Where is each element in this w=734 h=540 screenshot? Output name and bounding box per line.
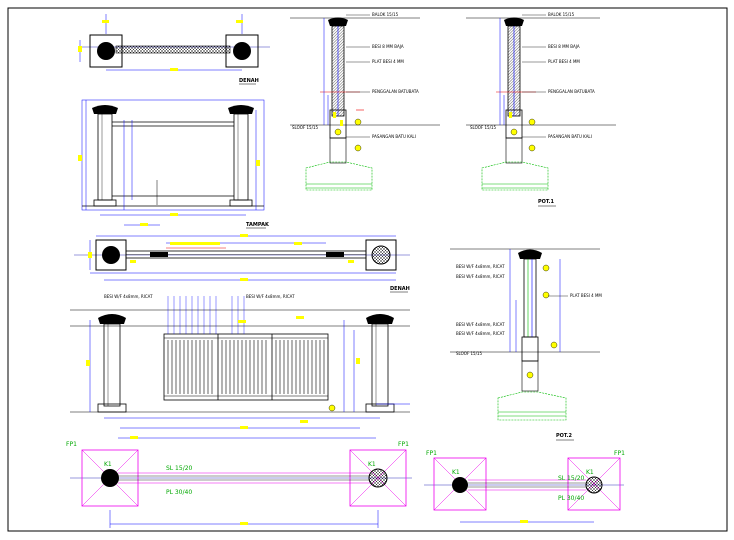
pot2-note-5: BESI W/F 4x8mm, RICAT (456, 331, 505, 336)
pl-label: PL 30/40 (166, 489, 192, 496)
pot2-note-2: BESI W/F 4x8mm, RICAT (456, 274, 505, 279)
pot2-note-1: BESI W/F 4x8mm, RICAT (456, 264, 505, 269)
pot2-note-6: SLOOF 15/15 (456, 351, 482, 356)
sheet-border (7, 7, 728, 532)
pot2-note-3: PLAT BESI 4 MM (570, 293, 602, 298)
pot1-title: POT.1 (538, 199, 554, 205)
fp1-label-right-2: FP1 (614, 450, 625, 457)
k1-label-right: K1 (368, 461, 376, 468)
foundation-plan-right: FP1 FP1 K1 K1 SL 15/20 PL 30/40 (424, 450, 625, 523)
s1-note-4: PENGGALAN BATUBATA (372, 89, 419, 94)
s1-note-2: BESI 8 MM BAJA (372, 44, 404, 49)
fp1-label-left-2: FP1 (426, 450, 437, 457)
sl-label-2: SL 15/20 (558, 475, 585, 482)
foundation-plan-left: FP1 FP1 K1 K1 SL 15/20 PL 30/40 (66, 441, 412, 528)
s1-note-3: PLAT BESI 4 MM (372, 59, 404, 64)
pot2-note-4: BESI W/F 4x8mm, RICAT (456, 322, 505, 327)
s2-note-6: PASANGAN BATU KALI (548, 134, 592, 139)
gate-elevation: BESI W/F 4x8mm, RICAT BESI W/F 4x8mm, RI… (70, 294, 410, 439)
denah-mid-plan: DENAH (74, 234, 410, 293)
s2-note-2: BESI 8 MM BAJA (548, 44, 580, 49)
elev-note-1: BESI W/F 4x8mm, RICAT (104, 294, 153, 299)
k1-label-left: K1 (104, 461, 112, 468)
k1-label-right-2: K1 (586, 469, 594, 476)
fp1-label-right: FP1 (398, 441, 409, 448)
denah-mid-title: DENAH (390, 286, 410, 292)
s1-note-5: SLOOF 15/15 (292, 125, 318, 130)
tampak-top-title: TAMPAK (246, 222, 270, 228)
s2-note-3: PLAT BESI 4 MM (548, 59, 580, 64)
denah-top-title: DENAH (239, 78, 259, 84)
gate-bars (167, 340, 325, 394)
s1-note-1: BALOK 15/15 (372, 12, 399, 17)
s1-note-6: PASANGAN BATU KALI (372, 134, 416, 139)
section-detail-2: BALOK 15/15 BESI 8 MM BAJA PLAT BESI 4 M… (466, 12, 616, 207)
k1-label-left-2: K1 (452, 469, 460, 476)
denah-top-plan: DENAH (78, 14, 270, 85)
sl-label: SL 15/20 (166, 465, 193, 472)
tampak-top-elevation: TAMPAK (78, 99, 270, 229)
pl-label-2: PL 30/40 (558, 495, 584, 502)
fp1-label-left: FP1 (66, 441, 77, 448)
s2-note-4: PENGGALAN BATUBATA (548, 89, 595, 94)
elev-note-2: BESI W/F 4x8mm, RICAT (246, 294, 295, 299)
section-detail-1: BALOK 15/15 BESI 8 MM BAJA PLAT BESI 4 M… (290, 12, 440, 191)
s2-note-5: SLOOF 15/15 (470, 125, 496, 130)
s2-note-1: BALOK 15/15 (548, 12, 575, 17)
pot2-title: POT.2 (556, 433, 572, 439)
pot2-section: BESI W/F 4x8mm, RICAT BESI W/F 4x8mm, RI… (450, 248, 602, 441)
gate-guides (167, 296, 245, 334)
